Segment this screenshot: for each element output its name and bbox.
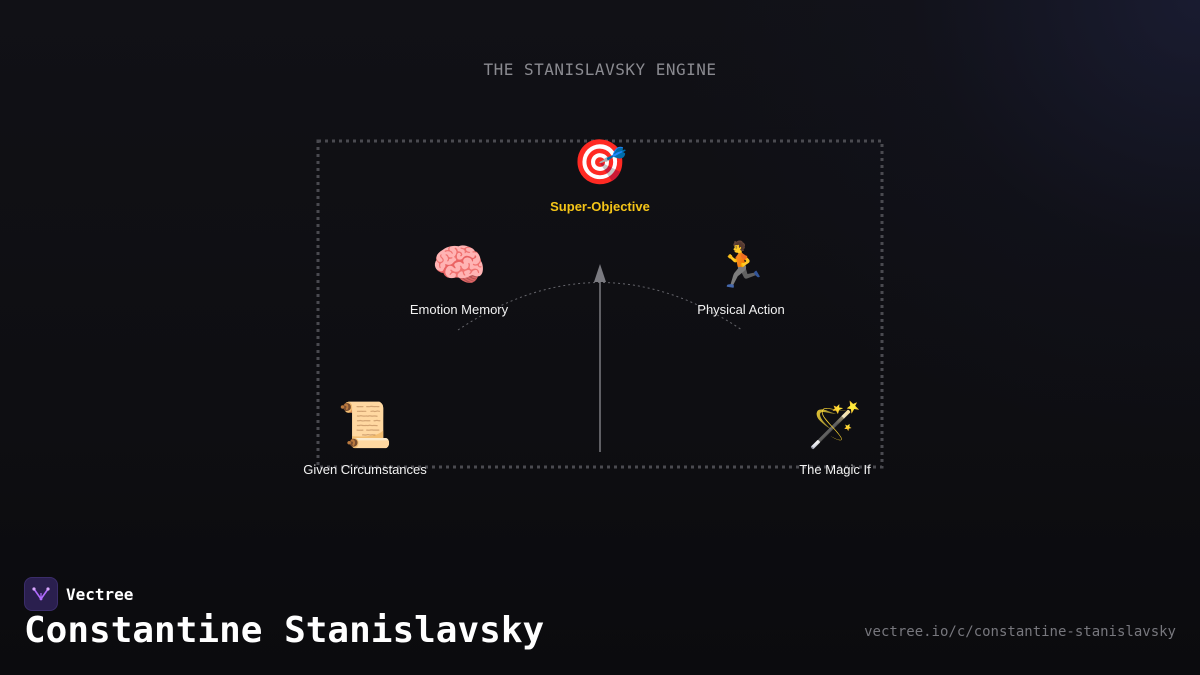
node-label-magic-if: The Magic If (799, 462, 871, 477)
diagram-frame (316, 139, 884, 469)
node-label-emotion-memory: Emotion Memory (409, 302, 509, 317)
node-emotion-memory: 🧠 Emotion Memory (359, 240, 559, 317)
footer-url-link[interactable]: vectree.io/c/constantine-stanislavsky (864, 624, 1176, 640)
page-title: Constantine Stanislavsky (24, 610, 545, 651)
node-label-super-objective: Super-Objective (550, 199, 650, 214)
brand-lockup[interactable]: Vectree (24, 577, 133, 611)
node-magic-if: 🪄 The Magic If (735, 400, 935, 477)
node-super-objective: 🎯 Super-Objective (500, 137, 700, 214)
node-given-circumstances: 📜 Given Circumstances (265, 400, 465, 477)
brand-name: Vectree (66, 584, 134, 604)
axis-arrowhead (594, 264, 606, 282)
node-physical-action: 🏃 Physical Action (641, 240, 841, 317)
scroll-icon: 📜 (337, 400, 393, 451)
node-label-given-circumstances: Given Circumstances (303, 462, 427, 477)
brain-icon: 🧠 (431, 240, 487, 291)
running-person-icon: 🏃 (713, 240, 769, 291)
vectree-logo-icon (24, 577, 58, 611)
node-label-physical-action: Physical Action (697, 302, 785, 317)
section-eyebrow: THE STANISLAVSKY ENGINE (483, 60, 717, 79)
target-icon: 🎯 (572, 137, 628, 188)
magic-wand-icon: 🪄 (807, 400, 863, 451)
